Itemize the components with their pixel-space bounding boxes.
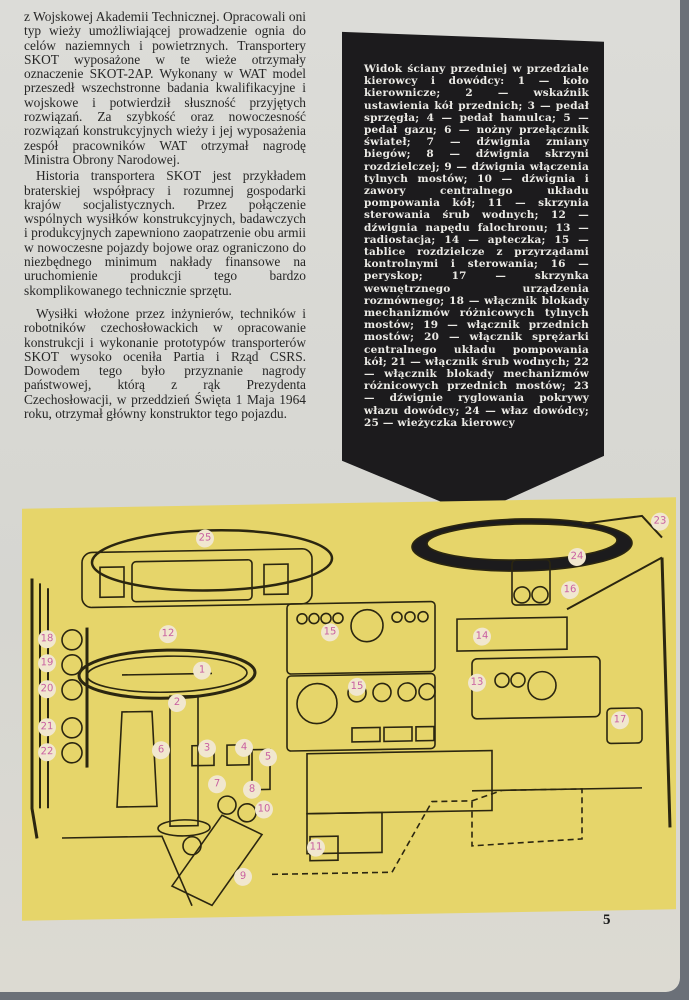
magazine-page: z Wojskowej Akademii Technicznej. Opraco… xyxy=(0,0,680,992)
article-column: z Wojskowej Akademii Technicznej. Opraco… xyxy=(24,9,306,422)
article-paragraph-1: z Wojskowej Akademii Technicznej. Opraco… xyxy=(24,9,306,167)
legend-box: Widok ściany przedniej w przedziale kier… xyxy=(342,31,604,515)
legend-text: Widok ściany przedniej w przedziale kier… xyxy=(364,63,589,429)
article-paragraph-3: Wysiłki włożone przez inżynierów, techni… xyxy=(24,305,306,422)
page-number: 5 xyxy=(603,912,611,928)
article-paragraph-2: Historia transportera SKOT jest przykład… xyxy=(24,168,306,298)
